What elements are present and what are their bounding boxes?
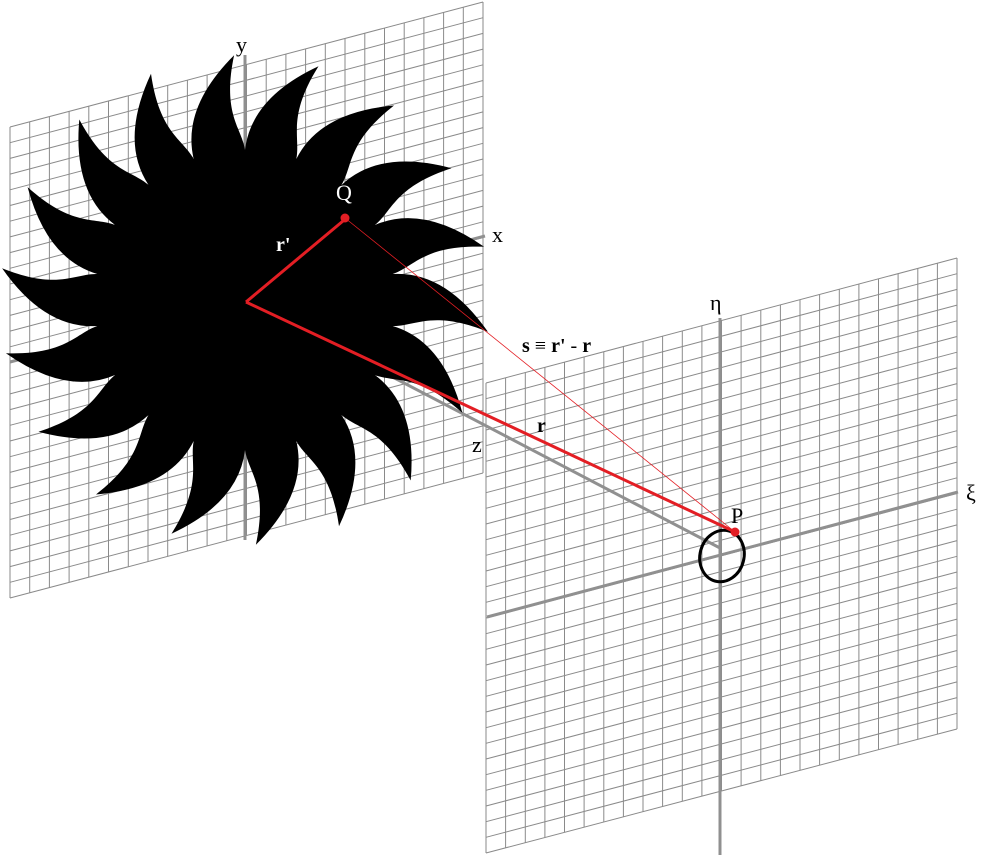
observation-ellipse [698,528,746,584]
xi-axis-label: ξ [966,480,976,505]
point-q [340,213,350,223]
xi-axis [486,490,959,619]
r-prime-label: r' [276,234,290,256]
s-vector-line [344,217,736,533]
r-label: r [537,415,546,437]
s-eq-minus: - [566,335,583,357]
point-p [730,527,740,537]
s-eq-s: s [522,335,530,357]
s-eq-r: r [582,335,591,357]
s-eq-rprime: r' [551,335,565,357]
s-equation-label: s ≡ r' - r [522,335,591,357]
r-prime-vector [245,219,344,304]
x-axis-label: x [492,222,503,247]
point-p-label: P [731,503,743,528]
star-aperture-shape [2,55,488,545]
r-vector [245,300,734,533]
point-q-label: Q [336,180,352,205]
y-axis-label: y [236,32,247,57]
z-axis-label: z [472,432,482,457]
s-eq-equiv: ≡ [530,335,551,357]
eta-axis-label: η [710,290,722,315]
